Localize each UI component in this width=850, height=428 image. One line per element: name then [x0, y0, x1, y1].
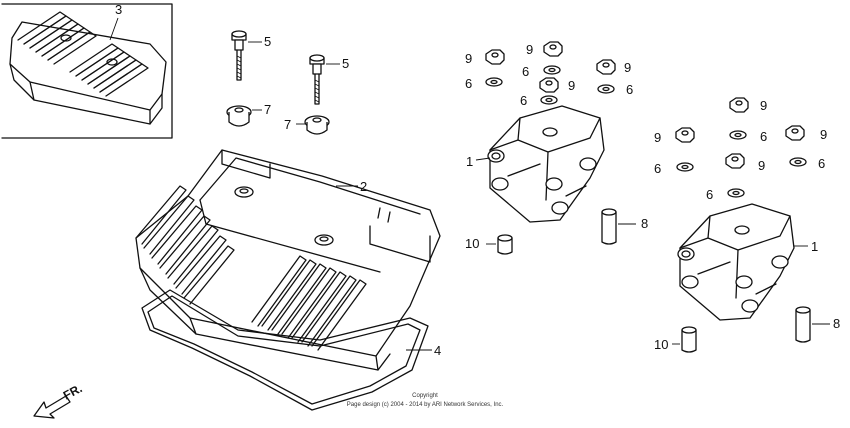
callout-9b: 9 [526, 42, 533, 57]
washer-6-f [676, 162, 694, 172]
nut-9-d [539, 77, 559, 93]
washer-6-b [543, 65, 561, 75]
callout-9h: 9 [758, 158, 765, 173]
nut-9-c [596, 59, 616, 75]
dowel-8-b [795, 306, 830, 343]
callout-1a: 1 [466, 154, 473, 169]
nut-9-f [675, 127, 695, 143]
dowel-10-a [486, 234, 513, 255]
gasket-4 [141, 289, 432, 411]
callout-6g: 6 [818, 156, 825, 171]
callout-3: 3 [115, 2, 122, 17]
callout-6e: 6 [760, 129, 767, 144]
washer-6-a [485, 77, 503, 87]
callout-1b: 1 [811, 239, 818, 254]
dowel-8-a [601, 208, 636, 245]
callout-9c: 9 [624, 60, 631, 75]
washer-6-g [789, 157, 807, 167]
front-arrow-icon [33, 395, 71, 419]
callout-5a: 5 [264, 34, 271, 49]
copyright-line-1: Copyright [412, 393, 438, 399]
nut-9-e [729, 97, 749, 113]
callout-9f: 9 [654, 130, 661, 145]
callout-8a: 8 [641, 216, 648, 231]
grommet-7-a [226, 105, 262, 127]
callout-4: 4 [434, 343, 441, 358]
callout-9d: 9 [568, 78, 575, 93]
callout-6a: 6 [465, 76, 472, 91]
head-cover-2 [135, 149, 441, 371]
rocker-holder-1-a [475, 105, 605, 223]
callout-9a: 9 [465, 51, 472, 66]
callout-10a: 10 [465, 236, 479, 251]
bolt-5-b [309, 54, 340, 105]
callout-10b: 10 [654, 337, 668, 352]
nut-9-g [785, 125, 805, 141]
callout-6c: 6 [626, 82, 633, 97]
nut-9-b [543, 41, 563, 57]
callout-6h: 6 [706, 187, 713, 202]
inset-box [1, 3, 173, 139]
callout-9e: 9 [760, 98, 767, 113]
callout-5b: 5 [342, 56, 349, 71]
copyright-line-2: Page design (c) 2004 - 2014 by ARI Netwo… [347, 402, 504, 408]
callout-8b: 8 [833, 316, 840, 331]
nut-9-a [485, 49, 505, 65]
callout-7b: 7 [284, 117, 291, 132]
callout-7a: 7 [264, 102, 271, 117]
rocker-holder-1-b [677, 203, 808, 321]
callout-6b: 6 [522, 64, 529, 79]
washer-6-d [540, 95, 558, 105]
grommet-7-b [296, 115, 330, 135]
washer-6-c [597, 84, 615, 94]
dowel-10-b [672, 326, 697, 353]
callout-6f: 6 [654, 161, 661, 176]
callout-9g: 9 [820, 127, 827, 142]
bolt-5-a [231, 30, 262, 81]
washer-6-e [729, 130, 747, 140]
inset-head-cover [9, 11, 167, 125]
callout-2: 2 [360, 179, 367, 194]
washer-6-h [727, 188, 745, 198]
nut-9-h [725, 153, 745, 169]
callout-6d: 6 [520, 93, 527, 108]
